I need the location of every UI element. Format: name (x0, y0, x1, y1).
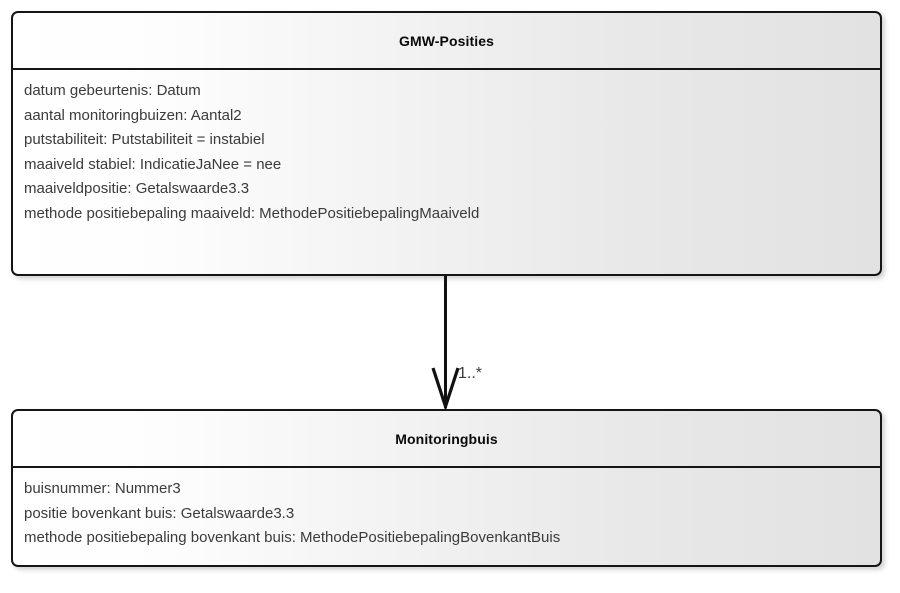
uml-attribute-compartment-monitoringbuis: buisnummer: Nummer3 positie bovenkant bu… (13, 468, 880, 551)
association-multiplicity-label: 1..* (458, 365, 483, 382)
uml-class-name-monitoringbuis: Monitoringbuis (395, 430, 498, 447)
uml-attribute-row: methode positiebepaling maaiveld: Method… (24, 204, 480, 222)
association-arrowhead-icon (431, 367, 460, 412)
uml-attribute-row: aantal monitoringbuizen: Aantal2 (24, 106, 242, 124)
uml-class-gmw-posities[interactable]: GMW-Posities datum gebeurtenis: Datum aa… (11, 11, 882, 276)
uml-attribute-row: methode positiebepaling bovenkant buis: … (24, 529, 561, 547)
uml-attribute-row: positie bovenkant buis: Getalswaarde3.3 (24, 504, 295, 522)
uml-attribute-row: maaiveldpositie: Getalswaarde3.3 (24, 180, 250, 198)
uml-attribute-row: maaiveld stabiel: IndicatieJaNee = nee (24, 155, 282, 173)
uml-attribute-row: putstabiliteit: Putstabiliteit = instabi… (24, 131, 265, 149)
uml-class-header-monitoringbuis: Monitoringbuis (13, 411, 880, 468)
uml-class-header-gmw-posities: GMW-Posities (13, 13, 880, 70)
uml-attribute-row: buisnummer: Nummer3 (24, 480, 181, 497)
uml-attribute-row: datum gebeurtenis: Datum (24, 82, 201, 99)
association-connector-line (444, 275, 447, 408)
uml-class-monitoringbuis[interactable]: Monitoringbuis buisnummer: Nummer3 posit… (11, 409, 882, 567)
uml-attribute-compartment-gmw-posities: datum gebeurtenis: Datum aantal monitori… (13, 70, 880, 227)
uml-class-name-gmw-posities: GMW-Posities (398, 32, 495, 49)
